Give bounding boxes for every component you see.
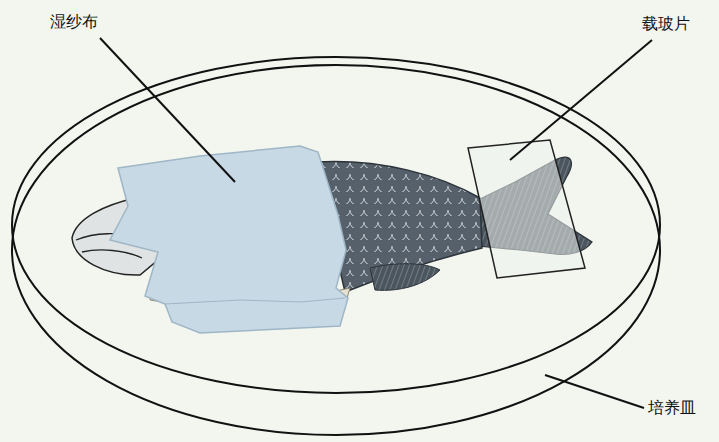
leader-line (100, 38, 235, 182)
dish-rim-inner (12, 57, 660, 393)
dish-rim-outer (12, 65, 660, 435)
leader-line (510, 40, 652, 160)
leader-lines (100, 38, 652, 408)
part-label: 培养皿 (646, 398, 698, 417)
glass-slide (468, 140, 585, 278)
pelvic-fin (370, 264, 440, 291)
gauze-fold (165, 298, 345, 304)
wet-gauze (110, 146, 348, 333)
part-label: 载玻片 (640, 14, 692, 33)
petri-dish (12, 57, 660, 435)
leader-line (545, 375, 644, 408)
part-label: 湿纱布 (48, 12, 100, 31)
